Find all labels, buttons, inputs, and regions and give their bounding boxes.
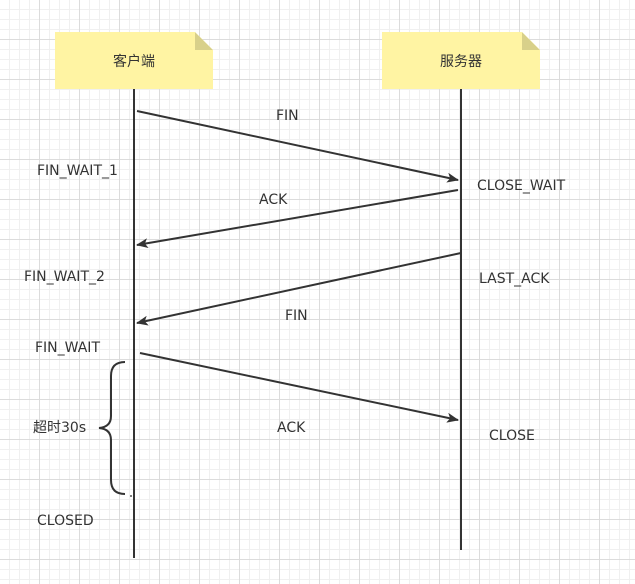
client-participant-box: 客户端 bbox=[55, 32, 213, 89]
timeout-label: 超时30s bbox=[33, 420, 87, 436]
message-arrow-ack-1 bbox=[136, 189, 459, 249]
message-arrow-ack-2 bbox=[139, 352, 459, 423]
client-state-fin-wait-1: FIN_WAIT_1 bbox=[37, 163, 118, 179]
message-label-ack-1: ACK bbox=[259, 192, 288, 208]
server-participant-box: 服务器 bbox=[382, 32, 540, 89]
server-participant-label: 服务器 bbox=[440, 53, 482, 70]
server-state-close-wait: CLOSE_WAIT bbox=[477, 178, 566, 194]
client-state-closed: CLOSED bbox=[37, 513, 94, 529]
timeout-brace bbox=[98, 361, 126, 495]
client-participant-label: 客户端 bbox=[113, 53, 155, 70]
server-state-last-ack: LAST_ACK bbox=[479, 271, 550, 287]
message-arrow-fin-2 bbox=[136, 252, 462, 326]
server-state-close: CLOSE bbox=[489, 428, 535, 444]
message-label-fin-1: FIN bbox=[276, 108, 299, 124]
message-arrow-fin-1 bbox=[136, 110, 459, 183]
message-label-fin-2: FIN bbox=[285, 308, 308, 324]
brace-end-dot bbox=[130, 495, 132, 497]
client-state-fin-wait: FIN_WAIT bbox=[35, 340, 100, 356]
client-state-fin-wait-2: FIN_WAIT_2 bbox=[24, 269, 105, 285]
message-label-ack-2: ACK bbox=[277, 420, 306, 436]
